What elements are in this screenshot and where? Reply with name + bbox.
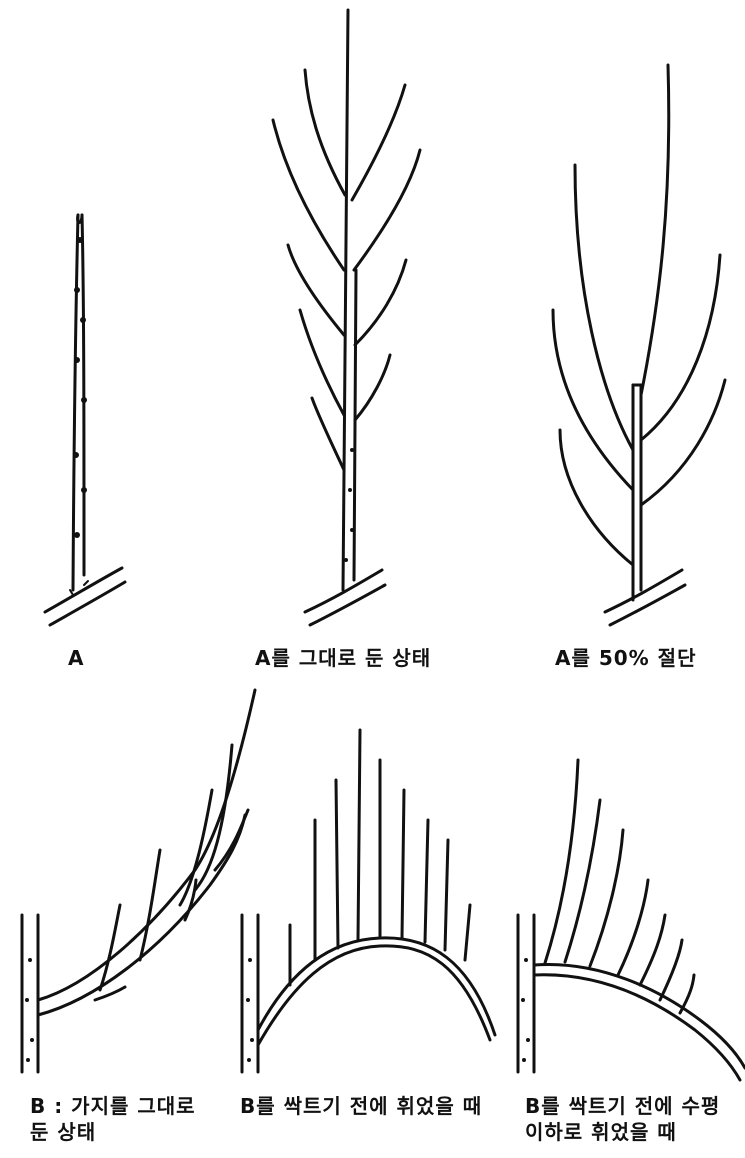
- caption-a: A: [68, 645, 84, 671]
- panel-b-bent-arch: [242, 730, 495, 1072]
- panel-a-left-tree: [273, 10, 420, 625]
- panel-a-cut-tree: [553, 65, 725, 625]
- caption-b-below-horizontal: B를 싹트기 전에 수평 이하로 휘었을 때: [525, 1093, 720, 1145]
- panel-b-branch: [22, 690, 255, 1072]
- panel-b-below-horizontal: [518, 760, 745, 1080]
- panel-a-shoot: [45, 215, 125, 625]
- caption-a-left-as-is: A를 그대로 둔 상태: [255, 645, 431, 671]
- caption-b-bent: B를 싹트기 전에 휘었을 때: [240, 1093, 482, 1119]
- caption-b-left-as-is: B : 가지를 그대로 둔 상태: [30, 1093, 196, 1145]
- caption-a-cut-50: A를 50% 절단: [555, 645, 696, 671]
